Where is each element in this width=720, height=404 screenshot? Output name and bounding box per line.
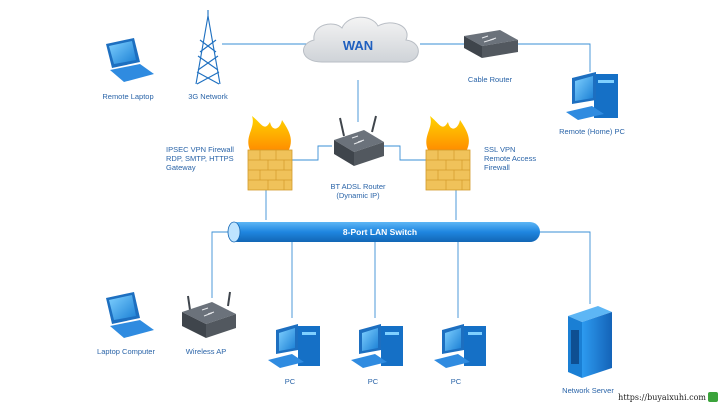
watermark-text: https://buyaixuhi.com <box>618 393 706 402</box>
pc-icon-2 <box>351 324 403 368</box>
watermark-badge-icon <box>708 392 718 402</box>
remote-laptop-label: Remote Laptop <box>102 92 154 101</box>
laptop-computer-label: Laptop Computer <box>97 347 155 356</box>
wireless-ap-icon <box>182 291 236 338</box>
wireless-ap-label: Wireless AP <box>185 347 227 356</box>
adsl-router-icon <box>334 115 384 166</box>
connection-lines <box>211 43 591 318</box>
lan-switch-icon <box>227 221 540 243</box>
remote-home-pc-label: Remote (Home) PC <box>559 127 625 136</box>
link-switch-wireless-ap <box>211 231 232 298</box>
cable-router-icon <box>464 30 518 58</box>
wan-label: WAN <box>342 38 374 53</box>
ipsec-firewall-label: IPSEC VPN Firewall RDP, SMTP, HTTPS Gate… <box>166 145 234 172</box>
cell-tower-icon <box>195 10 221 85</box>
adsl-router-label: BT ADSL Router (Dynamic IP) <box>330 182 386 200</box>
network-server-icon <box>568 306 612 378</box>
link-ipsec-adsl <box>292 145 332 161</box>
ssl-firewall-icon <box>425 116 471 191</box>
wan-cloud-icon <box>303 16 419 63</box>
pc-icon-3 <box>434 324 486 368</box>
link-adsl-ssl <box>384 145 426 161</box>
link-cable-router-remote-pc <box>518 43 591 72</box>
pc-label-2: PC <box>367 377 379 386</box>
link-switch-server <box>536 231 591 304</box>
pc-icon-1 <box>268 324 320 368</box>
pc-label-1: PC <box>284 377 296 386</box>
pc-label-3: PC <box>450 377 462 386</box>
ssl-firewall-label: SSL VPN Remote Access Firewall <box>484 145 537 172</box>
lan-switch-label: 8-Port LAN Switch <box>342 227 418 237</box>
3g-network-label: 3G Network <box>188 92 228 101</box>
ipsec-firewall-icon <box>247 116 293 191</box>
cable-router-label: Cable Router <box>467 75 513 84</box>
remote-home-pc-icon <box>566 72 618 120</box>
network-server-label: Network Server <box>562 386 614 395</box>
laptop-computer-icon <box>106 292 154 338</box>
remote-laptop-icon <box>106 38 154 82</box>
